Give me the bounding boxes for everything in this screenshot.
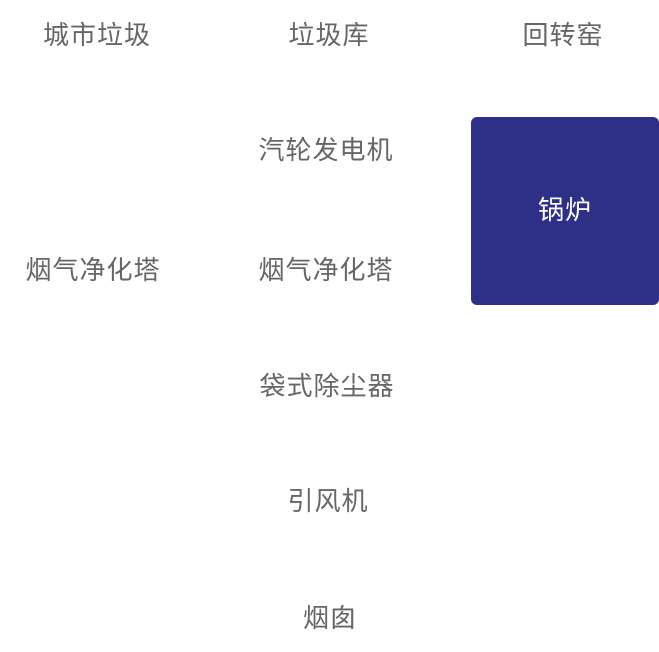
node-flue-gas-tower-center: 烟气净化塔: [258, 256, 394, 286]
node-waste-pit: 垃圾库: [288, 21, 370, 51]
node-boiler-highlight-box: 锅炉: [471, 117, 659, 305]
node-city-waste: 城市垃圾: [42, 21, 152, 51]
node-induced-draft-fan: 引风机: [287, 487, 369, 517]
node-bag-filter: 袋式除尘器: [259, 372, 395, 402]
node-flue-gas-tower-left: 烟气净化塔: [25, 256, 161, 286]
node-chimney: 烟囱: [302, 604, 358, 634]
node-rotary-kiln: 回转窑: [522, 21, 604, 51]
node-steam-turbine-generator: 汽轮发电机: [258, 136, 394, 166]
node-boiler-label: 锅炉: [537, 196, 592, 226]
